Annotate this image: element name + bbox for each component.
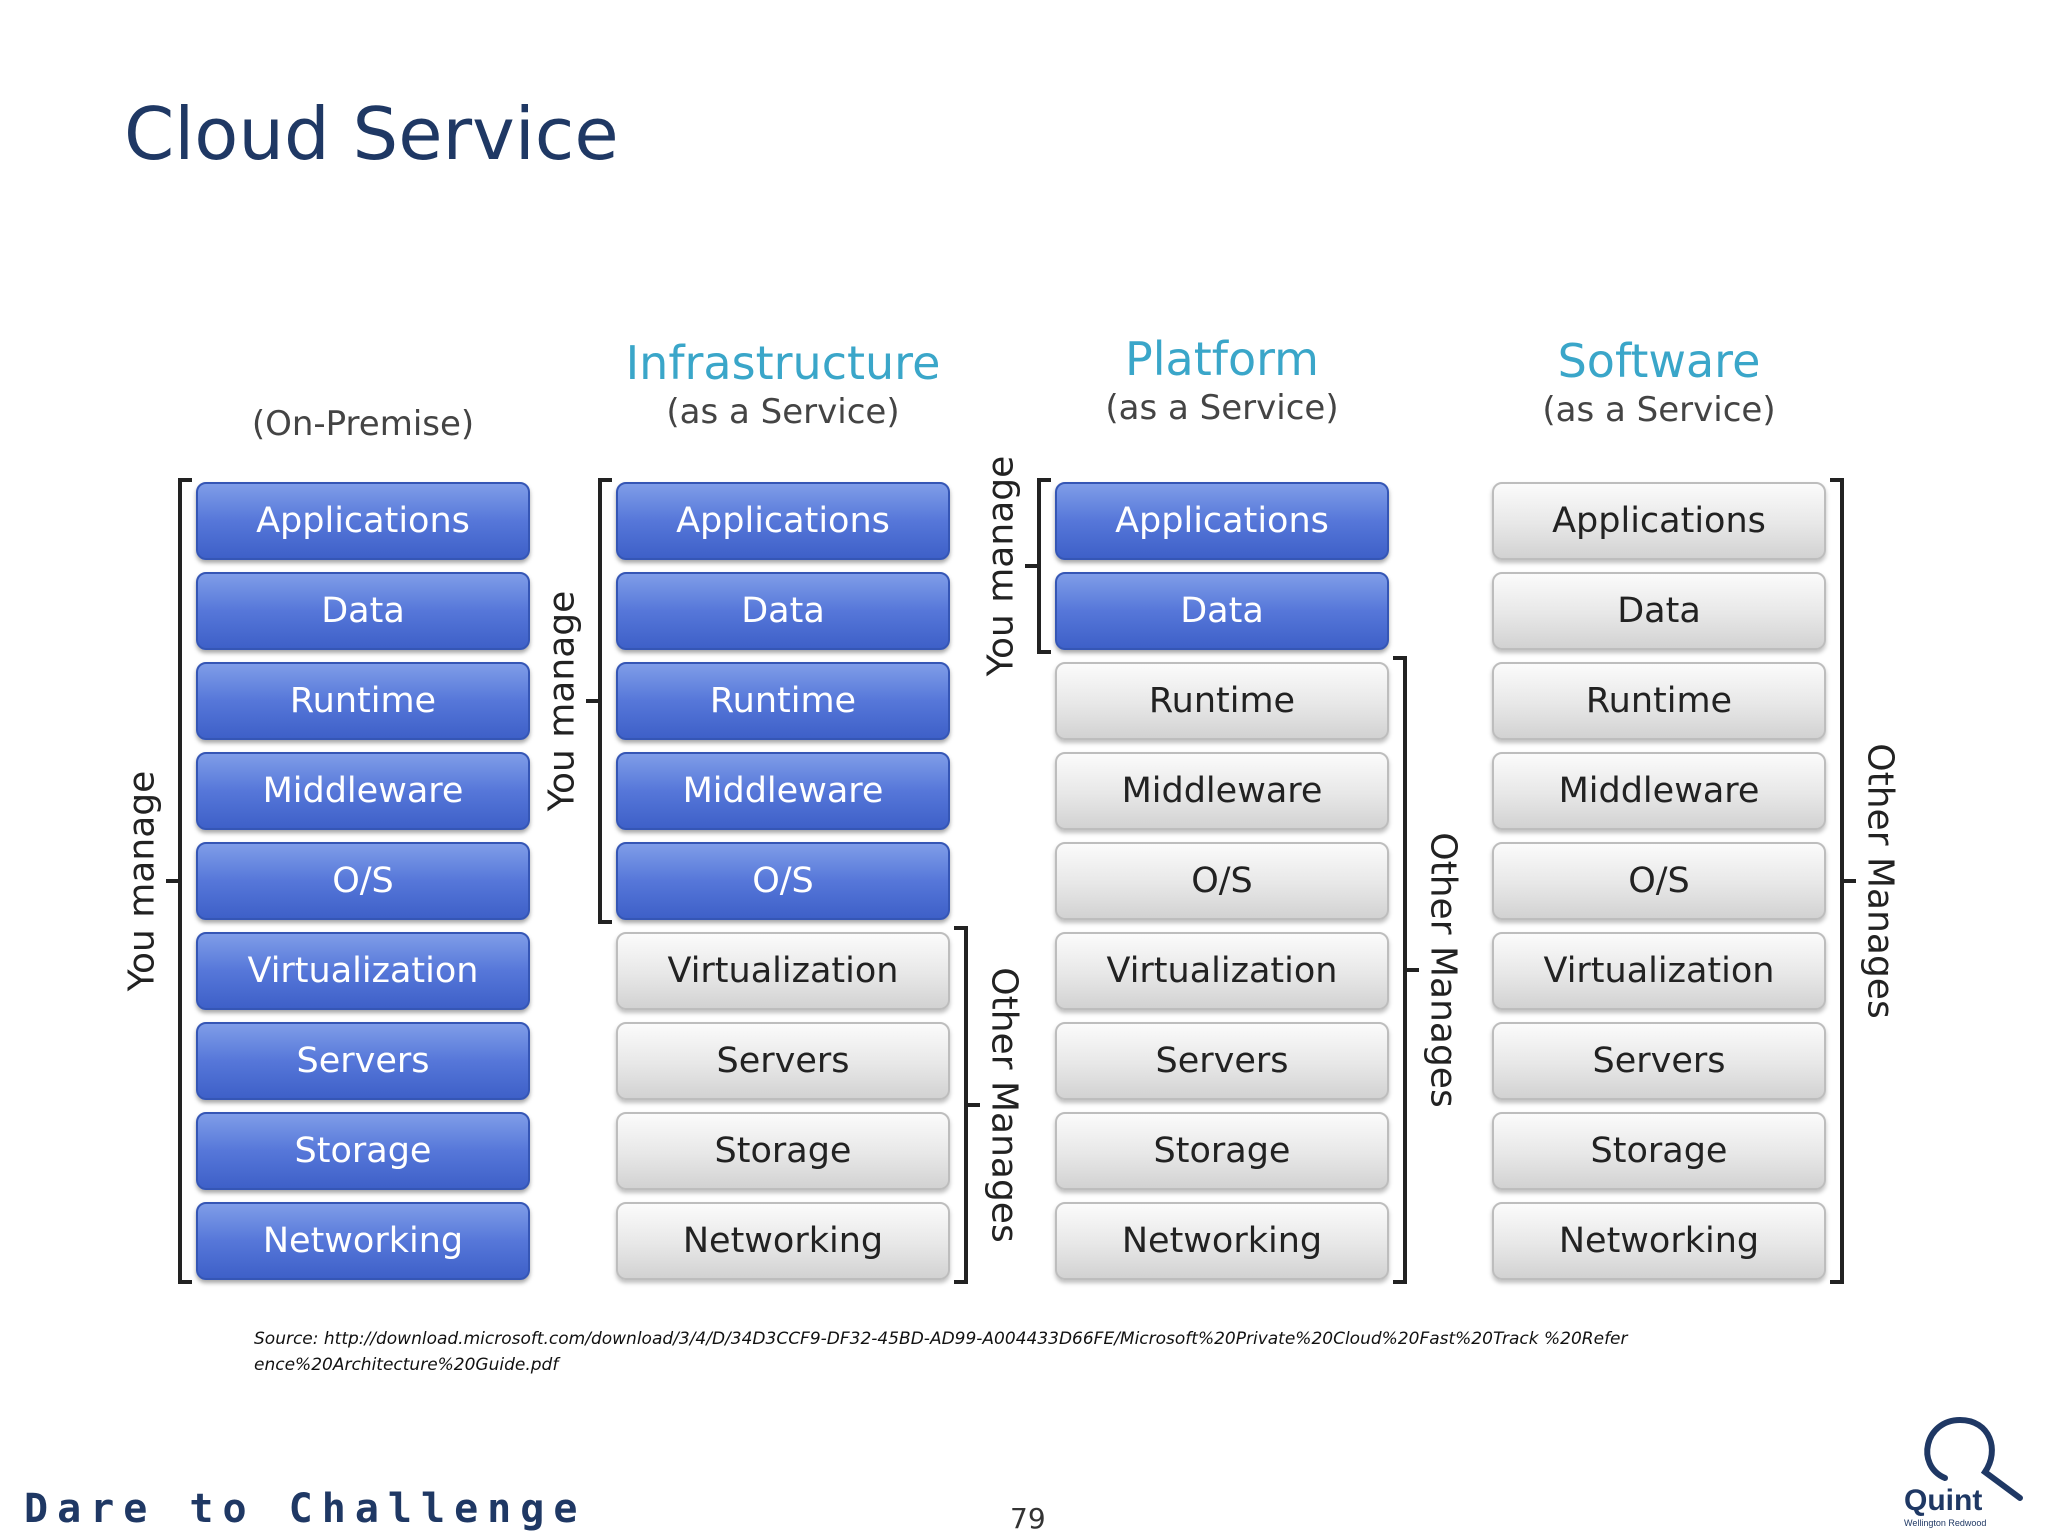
- layer-runtime-box: Runtime: [616, 662, 950, 740]
- layer-runtime-box: Runtime: [1055, 662, 1389, 740]
- layer-data-box: Data: [196, 572, 530, 650]
- layer-storage-box: Storage: [616, 1112, 950, 1190]
- layer-storage-box: Storage: [196, 1112, 530, 1190]
- layer-networking-box: Networking: [616, 1202, 950, 1280]
- layer-os-box: O/S: [1055, 842, 1389, 920]
- layer-os-box: O/S: [1492, 842, 1826, 920]
- logo-subtext: Wellington Redwood: [1904, 1518, 1986, 1528]
- source-citation: Source: http://download.microsoft.com/do…: [254, 1329, 1628, 1375]
- other-manages-label-2: Other Manages: [1422, 832, 1464, 1108]
- column-title-iaas: Infrastructure: [625, 336, 941, 390]
- column-subtitle-on-premise: (On-Premise): [251, 404, 475, 444]
- you-manage-label-2: You manage: [980, 455, 1022, 677]
- layer-data-box: Data: [1055, 572, 1389, 650]
- layer-networking-box: Networking: [1055, 1202, 1389, 1280]
- layer-middleware-box: Middleware: [1055, 752, 1389, 830]
- other-manages-brace-1-tick: [966, 1103, 980, 1107]
- layer-storage-box: Storage: [1492, 1112, 1826, 1190]
- logo-text: Quint: [1904, 1484, 1982, 1517]
- column-subtitle-paas: (as a Service): [1105, 388, 1339, 428]
- layer-os-box: O/S: [196, 842, 530, 920]
- you-manage-brace-0: [178, 478, 192, 1284]
- quint-logo: Quint Wellington Redwood: [1904, 1417, 2023, 1528]
- layer-storage-box: Storage: [1055, 1112, 1389, 1190]
- logo-swoosh: [1924, 1417, 2023, 1501]
- you-manage-brace-0-tick: [166, 879, 180, 883]
- layer-networking-box: Networking: [1492, 1202, 1826, 1280]
- layer-data-box: Data: [616, 572, 950, 650]
- other-manages-label-1: Other Manages: [983, 967, 1025, 1243]
- layer-middleware-box: Middleware: [196, 752, 530, 830]
- layer-applications-box: Applications: [196, 482, 530, 560]
- layer-applications-box: Applications: [1055, 482, 1389, 560]
- you-manage-brace-2: [1037, 478, 1051, 654]
- layer-servers-box: Servers: [1055, 1022, 1389, 1100]
- layer-runtime-box: Runtime: [1492, 662, 1826, 740]
- layer-networking-box: Networking: [196, 1202, 530, 1280]
- layer-applications-box: Applications: [616, 482, 950, 560]
- layer-middleware-box: Middleware: [616, 752, 950, 830]
- layer-virtualization-box: Virtualization: [1492, 932, 1826, 1010]
- you-manage-label-0: You manage: [121, 770, 163, 992]
- layer-servers-box: Servers: [1492, 1022, 1826, 1100]
- column-title-saas: Software: [1557, 334, 1761, 388]
- layer-virtualization-box: Virtualization: [1055, 932, 1389, 1010]
- layer-virtualization-box: Virtualization: [196, 932, 530, 1010]
- layer-data-box: Data: [1492, 572, 1826, 650]
- you-manage-brace-2-tick: [1025, 564, 1039, 568]
- page-number: 79: [1010, 1502, 1046, 1535]
- other-manages-brace-3-tick: [1842, 879, 1856, 883]
- layer-virtualization-box: Virtualization: [616, 932, 950, 1010]
- you-manage-brace-1: [598, 478, 612, 924]
- layer-applications-box: Applications: [1492, 482, 1826, 560]
- layer-servers-box: Servers: [616, 1022, 950, 1100]
- layer-os-box: O/S: [616, 842, 950, 920]
- column-subtitle-saas: (as a Service): [1542, 390, 1776, 430]
- layer-middleware-box: Middleware: [1492, 752, 1826, 830]
- column-title-paas: Platform: [1125, 332, 1319, 386]
- tagline: Dare to Challenge: [24, 1486, 587, 1532]
- other-manages-brace-2-tick: [1405, 968, 1419, 972]
- you-manage-brace-1-tick: [586, 699, 600, 703]
- layer-servers-box: Servers: [196, 1022, 530, 1100]
- other-manages-label-3: Other Manages: [1859, 743, 1901, 1019]
- slide-title: Cloud Service: [124, 92, 619, 176]
- you-manage-label-1: You manage: [541, 590, 583, 812]
- column-subtitle-iaas: (as a Service): [666, 392, 900, 432]
- layer-runtime-box: Runtime: [196, 662, 530, 740]
